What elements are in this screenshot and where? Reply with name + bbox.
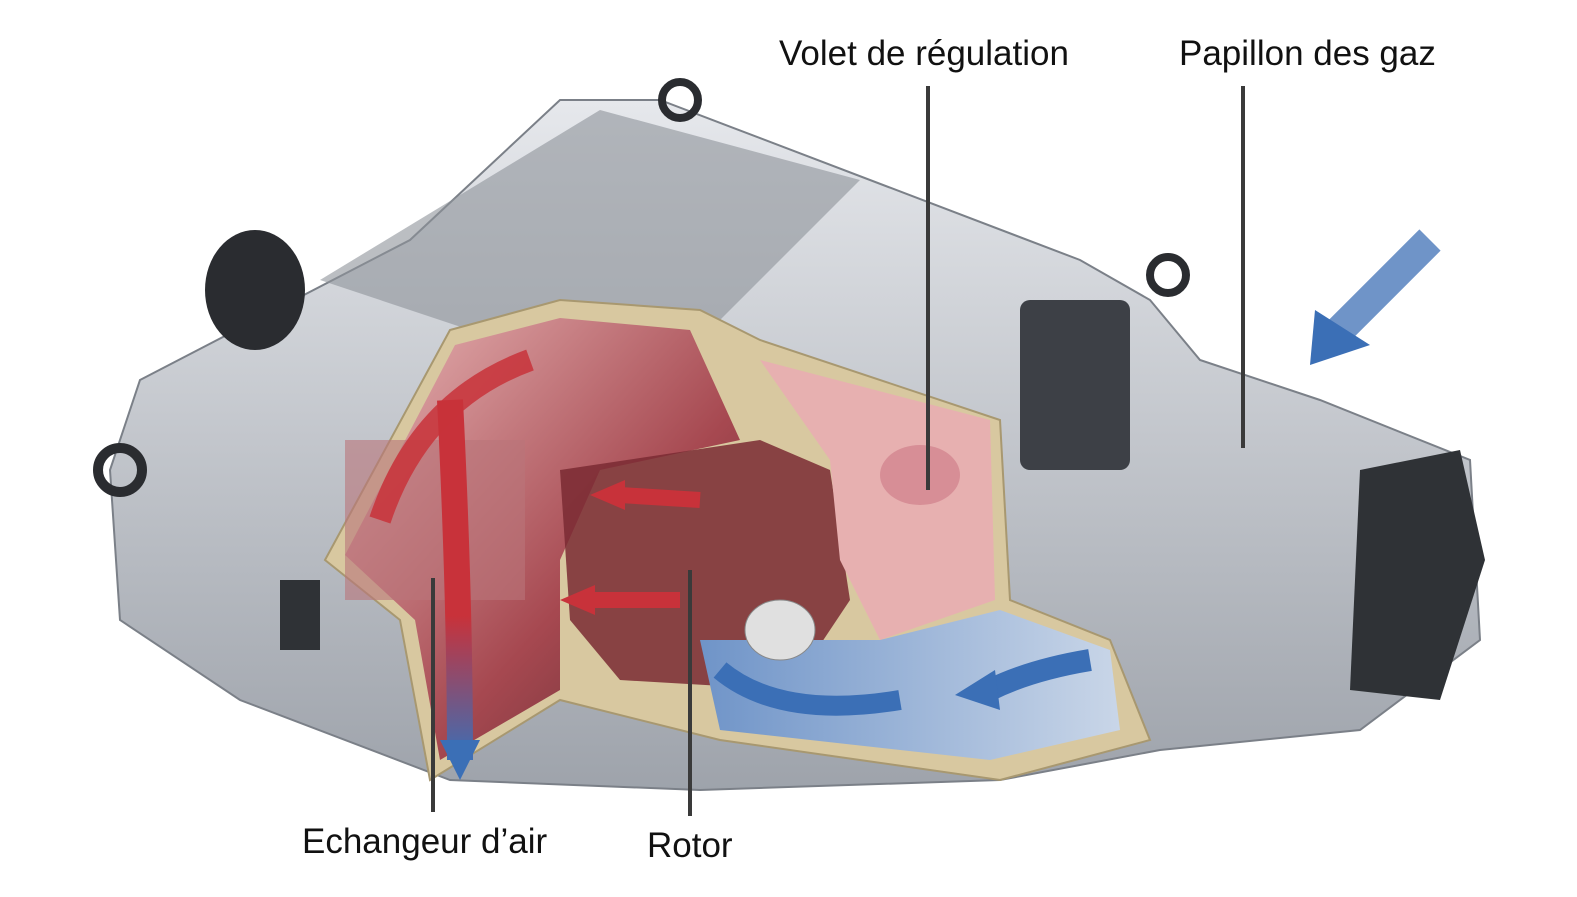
leader-line-control-flap (926, 86, 930, 490)
leader-line-intercooler (431, 578, 435, 812)
lifting-eye (1146, 253, 1190, 297)
air-flow-arrows (369, 229, 1441, 780)
leader-line-throttle (1241, 86, 1245, 448)
label-control-flap: Volet de régulation (779, 34, 1069, 73)
throttle-actuator (1350, 450, 1485, 700)
lifting-eye (93, 443, 147, 497)
pulley (205, 230, 305, 350)
label-throttle: Papillon des gaz (1179, 34, 1436, 73)
leader-line-rotor (688, 570, 692, 816)
label-rotor: Rotor (647, 826, 733, 865)
actuator (1020, 300, 1130, 470)
label-intercooler: Echangeur d’air (302, 822, 548, 861)
control-flap (880, 445, 960, 505)
intercooler-core (345, 440, 525, 600)
lifting-eye (658, 78, 702, 122)
intake-arrow (1310, 310, 1370, 365)
